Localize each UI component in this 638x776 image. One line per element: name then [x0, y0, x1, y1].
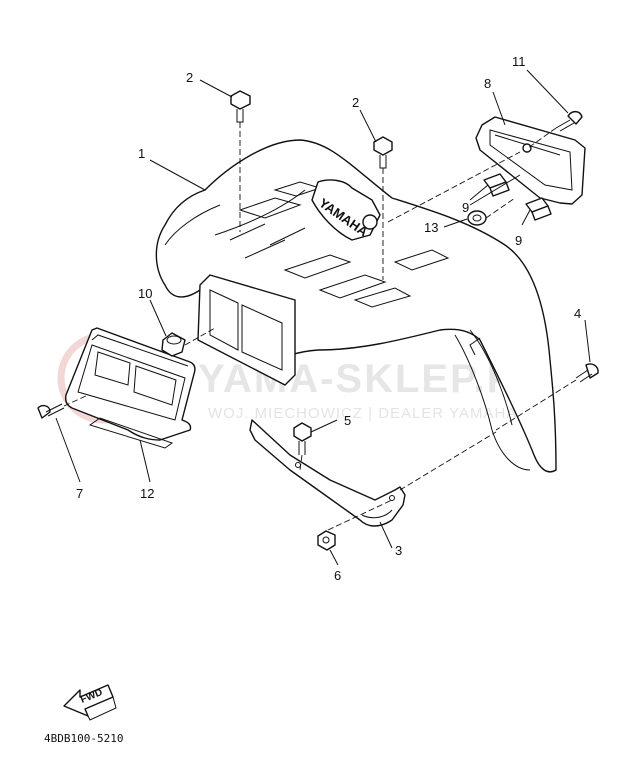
- grommet-part-13: [467, 210, 487, 226]
- screw-part-11: [555, 110, 583, 132]
- callout-13: 13: [424, 220, 438, 235]
- callout-10: 10: [138, 286, 152, 301]
- light-housing-part-8: [475, 116, 586, 205]
- callout-9-upper: 9: [462, 200, 469, 215]
- collar-part-10: [161, 332, 186, 357]
- callout-6: 6: [334, 568, 341, 583]
- nut-part-6: [317, 530, 336, 551]
- callout-12: 12: [140, 486, 154, 501]
- assembly-lines: [63, 122, 577, 531]
- fwd-arrow-icon: FWD: [63, 684, 117, 721]
- watermark-dealer: WOJ. MIECHOWICZ | DEALER YAMAHA: [208, 405, 517, 422]
- callout-9-lower: 9: [515, 233, 522, 248]
- bolt-part-2-right: [373, 136, 393, 169]
- callout-11: 11: [512, 54, 526, 69]
- stay-bracket-part-3: [249, 419, 406, 527]
- callouts: 1 2 2 3 4 5 6 7 8 9 9 10 11 12 13: [76, 54, 581, 583]
- bolt-part-5: [293, 422, 312, 455]
- screw-part-7: [37, 403, 65, 419]
- callout-7: 7: [76, 486, 83, 501]
- leader-lines: [55, 69, 591, 566]
- bolt-part-2-left: [230, 90, 251, 123]
- callout-2-left: 2: [186, 70, 193, 85]
- callout-8: 8: [484, 76, 491, 91]
- callout-5: 5: [344, 413, 351, 428]
- lamp-part-9-lower: [525, 197, 552, 221]
- callout-4: 4: [574, 306, 581, 321]
- screw-part-4: [575, 363, 599, 383]
- callout-1: 1: [138, 146, 145, 161]
- headlight-bezel-part-12: [64, 327, 196, 449]
- watermark: YAMA-SKLEP.PL WOJ. MIECHOWICZ | DEALER Y…: [57, 332, 540, 424]
- drawing-code: 4BDB100-5210: [44, 732, 123, 745]
- callout-2-right: 2: [352, 95, 359, 110]
- callout-3: 3: [395, 543, 402, 558]
